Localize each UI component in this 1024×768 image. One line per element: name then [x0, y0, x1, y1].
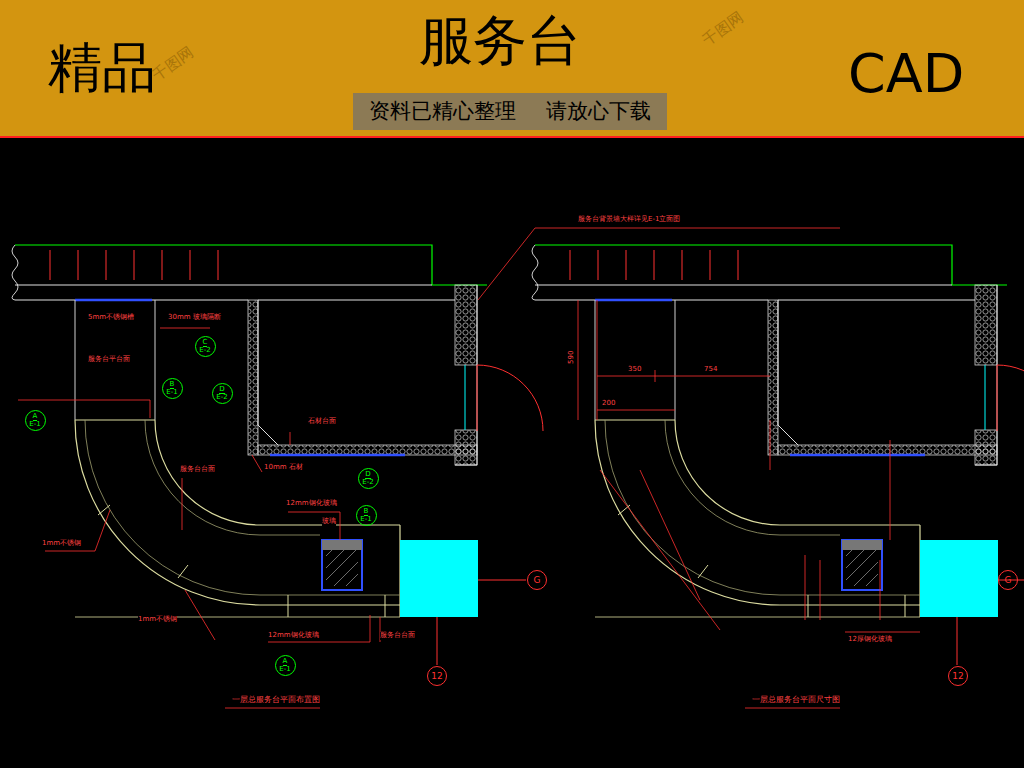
subtitle-text: 请放心下载 [546, 99, 651, 124]
callout-label: 30mm 玻璃隔断 [168, 314, 221, 322]
section-marker: CE-2 [195, 336, 216, 357]
section-marker: DE-2 [212, 383, 233, 404]
grid-label: G [534, 576, 541, 585]
callout-label: 一层总服务台平面布置图 [232, 696, 320, 705]
subtitle-band: 资料已精心整理 请放心下载 [353, 93, 667, 130]
section-marker: BE-1 [162, 378, 183, 399]
marker-text: E-2 [216, 394, 227, 401]
section-marker: DE-2 [358, 468, 379, 489]
callout-label: 12厚钢化玻璃 [848, 636, 892, 644]
callout-label: 服务台背景墙大样详见E-1立面图 [578, 216, 680, 224]
callout-label: 200 [602, 400, 615, 408]
callout-label: 1mm不锈钢 [42, 540, 81, 548]
marker-text: E-2 [362, 479, 373, 486]
marker-text: E-1 [166, 389, 177, 396]
callout-label: 12mm钢化玻璃 [268, 632, 319, 640]
callout-label: 754 [704, 366, 717, 374]
banner-text: 精品 [48, 38, 156, 97]
marker-text: D [365, 471, 370, 479]
section-marker: BE-1 [356, 505, 377, 526]
marker-text: E-1 [360, 516, 371, 523]
marker-text: E-1 [29, 421, 40, 428]
marker-text: E-2 [199, 347, 210, 354]
grid-bubble: 12 [948, 666, 968, 686]
callout-label: 590 [568, 351, 576, 364]
callout-label: 5mm不锈钢槽 [88, 314, 134, 322]
callout-label: 1mm不锈钢 [138, 616, 177, 624]
marker-text: C [203, 339, 208, 347]
marker-text: B [170, 381, 175, 389]
grid-bubble: G [527, 570, 547, 590]
grid-label: 12 [952, 672, 963, 681]
callout-label: 12mm钢化玻璃 [286, 500, 337, 508]
grid-label: G [1005, 576, 1012, 585]
callout-label: 玻璃 [322, 518, 336, 526]
marker-text: B [364, 508, 369, 516]
banner-text: CAD [848, 44, 964, 103]
section-marker: AE-1 [275, 655, 296, 676]
subtitle-text: 资料已精心整理 [369, 99, 516, 124]
callout-label: 350 [628, 366, 641, 374]
callout-label: 10mm 石材 [264, 464, 303, 472]
callout-label: 服务台平台面 [88, 356, 130, 364]
marker-text: A [283, 658, 288, 666]
section-marker: AE-1 [25, 410, 46, 431]
callout-label: 服务台台面 [380, 632, 415, 640]
grid-bubble: 12 [427, 666, 447, 686]
callout-label: 服务台台面 [180, 466, 215, 474]
marker-text: E-1 [279, 666, 290, 673]
grid-label: 12 [431, 672, 442, 681]
callout-label: 石材台面 [308, 418, 336, 426]
grid-bubble: G [998, 570, 1018, 590]
callout-label: 一层总服务台平面尺寸图 [752, 696, 840, 705]
marker-text: A [33, 413, 38, 421]
banner-title: 服务台 [419, 14, 581, 68]
marker-text: D [219, 386, 224, 394]
